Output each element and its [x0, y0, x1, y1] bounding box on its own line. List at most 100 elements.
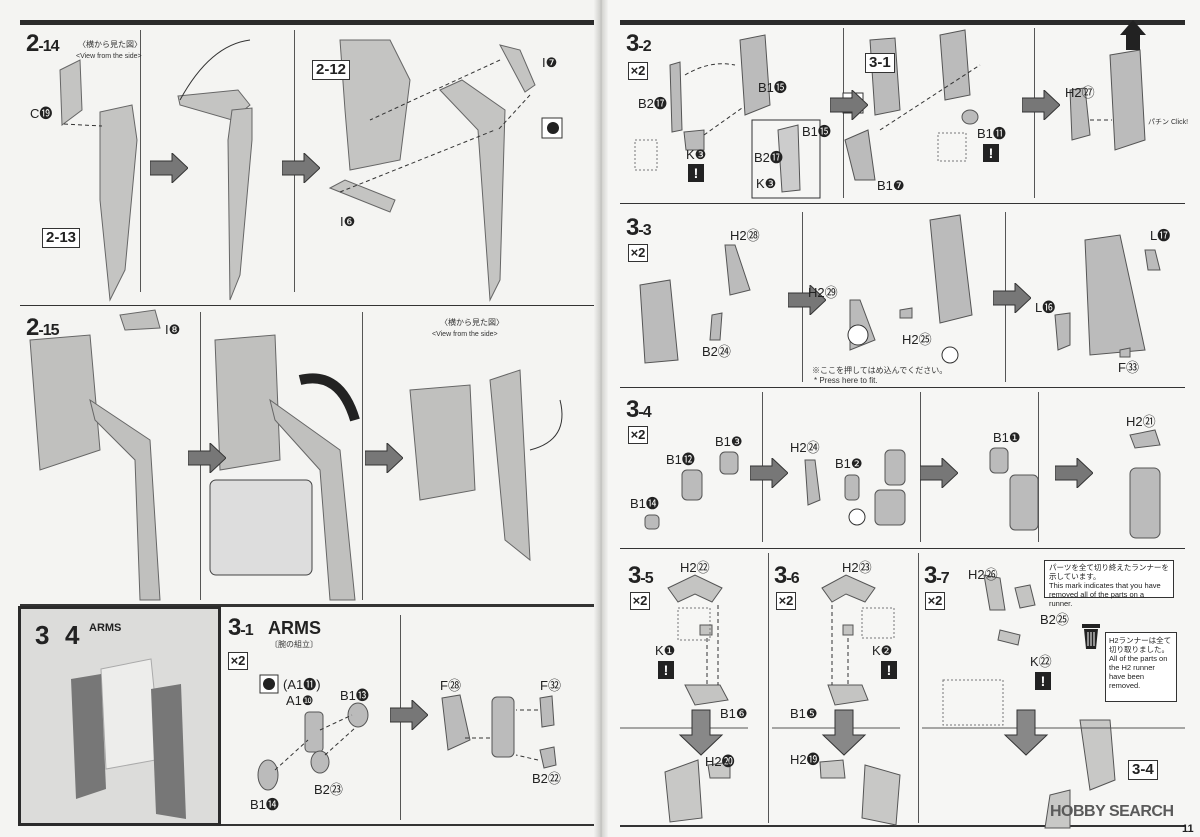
- next-arrow-icon: [390, 700, 428, 730]
- quantity-badge: ×2: [628, 426, 648, 444]
- part-label: B1❺: [790, 706, 818, 721]
- divider: [768, 553, 769, 823]
- next-arrow-icon: [188, 443, 226, 473]
- part-label: H2㉙: [808, 285, 838, 300]
- divider: [620, 203, 1185, 204]
- part-label: B1⓫: [977, 126, 1006, 141]
- part-label: K❸: [686, 147, 707, 162]
- caution-icon: !: [658, 661, 674, 679]
- arms-photo-figure: [71, 658, 186, 819]
- part-label: B2㉒: [532, 771, 561, 786]
- next-arrow-icon: [1022, 90, 1060, 120]
- part-label: B1❸: [715, 434, 743, 449]
- quantity-badge: ×2: [228, 652, 248, 670]
- top-rule-right: [620, 20, 1185, 25]
- part-label: H2㉘: [730, 228, 760, 243]
- part-label: I❻: [340, 214, 356, 229]
- next-arrow-icon: [920, 458, 958, 488]
- next-arrow-icon: [750, 458, 788, 488]
- part-label: B2㉓: [314, 782, 343, 797]
- part-label: H2㉖: [968, 567, 998, 582]
- divider: [620, 387, 1185, 388]
- divider: [1038, 392, 1039, 542]
- part-label: K㉒: [1030, 654, 1052, 669]
- caution-icon: !: [983, 144, 999, 162]
- next-arrow-icon: [830, 90, 868, 120]
- part-label: H2㉑: [1126, 414, 1156, 429]
- part-label: B1❶: [993, 430, 1021, 445]
- divider: [20, 305, 594, 306]
- part-label: L⓰: [1035, 300, 1056, 315]
- part-label: B1⓯: [758, 80, 787, 95]
- view-from-side-en: <View from the side>: [76, 53, 142, 60]
- step-3-1-illustration: [257, 674, 557, 791]
- part-label: B2㉕: [1040, 612, 1069, 627]
- part-label: H2㉔: [790, 440, 820, 455]
- press-note-jp: ※ここを押してはめ込んでください。: [812, 366, 948, 375]
- view-from-side-jp: 〈横から見た図〉: [78, 40, 142, 49]
- book-gutter: [594, 0, 608, 837]
- section-number: 3: [35, 620, 50, 650]
- step-ref: 3-4: [1128, 760, 1158, 780]
- part-label: C⓳: [30, 106, 53, 121]
- part-label: B1⓬: [666, 452, 695, 467]
- page-number: 11: [1182, 823, 1194, 835]
- arms-section-photo: 3 4 ARMS: [18, 606, 221, 826]
- part-label: B2⓱: [638, 96, 667, 111]
- part-label: H2⓴: [705, 754, 735, 769]
- next-arrow-icon: [150, 153, 188, 183]
- next-arrow-icon: [1055, 458, 1093, 488]
- top-rule-left: [20, 20, 594, 25]
- part-label: (A1⓫): [283, 677, 321, 692]
- part-label: H2㉗: [1065, 85, 1095, 100]
- callout-text-jp: パーツを全て切り終えたランナーを示しています。: [1049, 563, 1169, 581]
- divider: [620, 548, 1185, 549]
- view-from-side-jp: 〈横から見た図〉: [440, 318, 504, 327]
- step-2-14-title: 2-14: [26, 30, 59, 57]
- step-2-15-illustration: [29, 309, 563, 601]
- part-label: H2㉒: [680, 560, 710, 575]
- step-3-1-heading: ARMS: [268, 618, 321, 638]
- step-ref: 2-13: [42, 228, 81, 248]
- part-label: L⓱: [1150, 228, 1171, 243]
- part-label: A1❿: [286, 693, 314, 708]
- next-arrow-icon: [282, 153, 320, 183]
- part-label: F㉘: [440, 678, 461, 693]
- divider: [220, 824, 594, 826]
- part-label: H2㉕: [902, 332, 932, 347]
- step-ref: 2-12: [312, 60, 351, 80]
- part-label: B1⓮: [250, 797, 279, 812]
- divider: [20, 604, 594, 607]
- part-label: I❼: [542, 55, 558, 70]
- step-3-1-title: 3-1: [228, 614, 254, 641]
- runner-note-en: All of the parts on the H2 runner have b…: [1109, 654, 1168, 690]
- callout-text-en: This mark indicates that you have remove…: [1049, 581, 1161, 608]
- next-arrow-icon: [788, 285, 826, 315]
- step-3-2-title: 3-2: [626, 30, 652, 57]
- part-label: B1⓯: [802, 124, 831, 139]
- quantity-badge: ×2: [628, 244, 648, 262]
- caution-icon: !: [881, 661, 897, 679]
- section-title: ARMS: [89, 622, 122, 634]
- step-3-5-title: 3-5: [628, 562, 654, 589]
- step-3-3-illustration: [639, 214, 1161, 364]
- step-3-1-heading-jp: 〔腕の組立〕: [270, 640, 318, 649]
- part-label: B2㉔: [702, 344, 731, 359]
- divider: [620, 825, 1185, 827]
- quantity-badge: ×2: [628, 62, 648, 80]
- divider: [918, 553, 919, 823]
- quantity-badge: ×2: [925, 592, 945, 610]
- part-label: F㉜: [540, 678, 561, 693]
- step-3-3-title: 3-3: [626, 214, 652, 241]
- part-label: B1❷: [835, 456, 863, 471]
- hobby-search-watermark: HOBBY SEARCH: [1050, 803, 1174, 820]
- step-2-15-title: 2-15: [26, 314, 59, 341]
- part-label: H2㉓: [842, 560, 872, 575]
- next-arrow-icon: [993, 283, 1031, 313]
- next-arrow-icon: [365, 443, 403, 473]
- runner-note-jp: H2ランナーは全て切り取りました。: [1109, 636, 1172, 654]
- caution-icon: !: [688, 164, 704, 182]
- step-ref: 3-1: [865, 53, 895, 73]
- step-3-6-title: 3-6: [774, 562, 800, 589]
- divider: [140, 30, 141, 292]
